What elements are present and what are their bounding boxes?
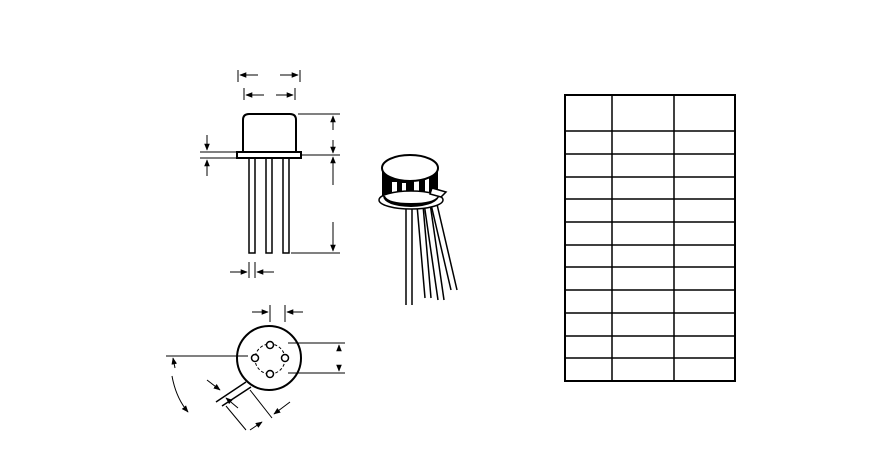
dim-bottom-diameter — [288, 342, 345, 374]
perspective-can-top — [381, 154, 439, 182]
perspective-leads — [405, 199, 458, 305]
bottom-pins — [250, 340, 290, 379]
dim-lead-length — [291, 156, 340, 254]
perspective-view — [378, 154, 458, 305]
tab — [215, 381, 252, 407]
bottom-view — [166, 305, 345, 431]
side-view — [200, 70, 340, 278]
dim-tab-angle — [171, 357, 189, 413]
leads — [248, 157, 290, 254]
can-body — [242, 113, 297, 152]
dim-flange-thickness — [200, 135, 236, 176]
dim-lead-diameter — [230, 262, 274, 278]
flange — [236, 151, 302, 159]
dim-pin-spacing — [252, 305, 303, 322]
dim-overall-width — [237, 70, 301, 82]
dim-tab — [206, 379, 291, 431]
dimension-table — [564, 94, 736, 382]
bottom-flange-circle — [236, 325, 302, 391]
dim-can-width — [243, 88, 296, 100]
table-row-lines — [565, 130, 735, 359]
perspective-tab — [429, 187, 448, 198]
dim-can-height — [298, 113, 340, 156]
